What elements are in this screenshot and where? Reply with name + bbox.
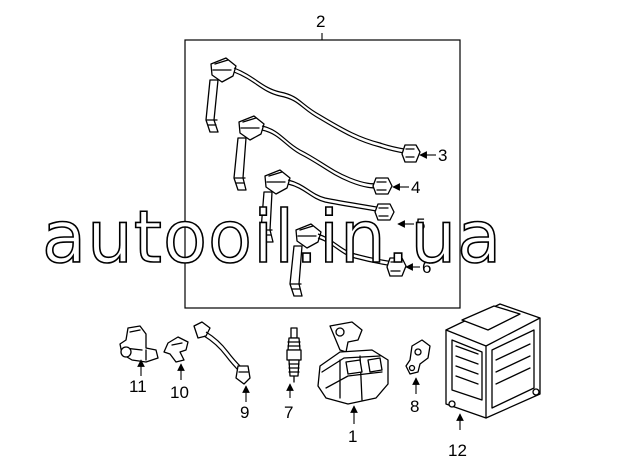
spark-plug-part-7[interactable]: 7 bbox=[284, 327, 302, 422]
watermark: autooil.in.ua bbox=[42, 195, 502, 279]
callout-12[interactable]: 12 bbox=[448, 441, 467, 460]
sensor-part-11[interactable]: 11 bbox=[119, 325, 159, 396]
callout-11[interactable]: 11 bbox=[129, 377, 147, 396]
spark-plug-wire-1[interactable] bbox=[205, 57, 421, 163]
callout-3-group: 3 bbox=[419, 146, 447, 165]
callout-4-group: 4 bbox=[392, 178, 420, 197]
callout-6-group: 6 bbox=[405, 258, 431, 277]
spark-plug-wire-2[interactable] bbox=[233, 115, 393, 195]
callout-5[interactable]: 5 bbox=[416, 215, 425, 234]
spark-plug-wire-4[interactable] bbox=[289, 223, 407, 297]
callout-2[interactable]: 2 bbox=[316, 12, 325, 31]
clip-part-10[interactable]: 10 bbox=[163, 336, 189, 402]
spark-plug-wire-3[interactable] bbox=[260, 169, 395, 243]
wire-set-box bbox=[184, 39, 461, 309]
callout-7[interactable]: 7 bbox=[284, 403, 293, 422]
ignition-coil-part-1[interactable]: 1 bbox=[317, 321, 389, 446]
sensor-part-9[interactable]: 9 bbox=[193, 321, 251, 422]
callout-1[interactable]: 1 bbox=[348, 427, 357, 446]
callout-9[interactable]: 9 bbox=[240, 403, 249, 422]
callout-3[interactable]: 3 bbox=[438, 146, 447, 165]
ecu-part-12[interactable]: 12 bbox=[445, 303, 541, 460]
callout-6[interactable]: 6 bbox=[422, 258, 431, 277]
callout-4[interactable]: 4 bbox=[411, 178, 420, 197]
bracket-part-8[interactable]: 8 bbox=[405, 339, 431, 416]
wire-set-group: 2 bbox=[184, 12, 461, 309]
callout-5-group: 5 bbox=[397, 215, 425, 234]
callout-10[interactable]: 10 bbox=[170, 383, 189, 402]
callout-8[interactable]: 8 bbox=[410, 397, 419, 416]
